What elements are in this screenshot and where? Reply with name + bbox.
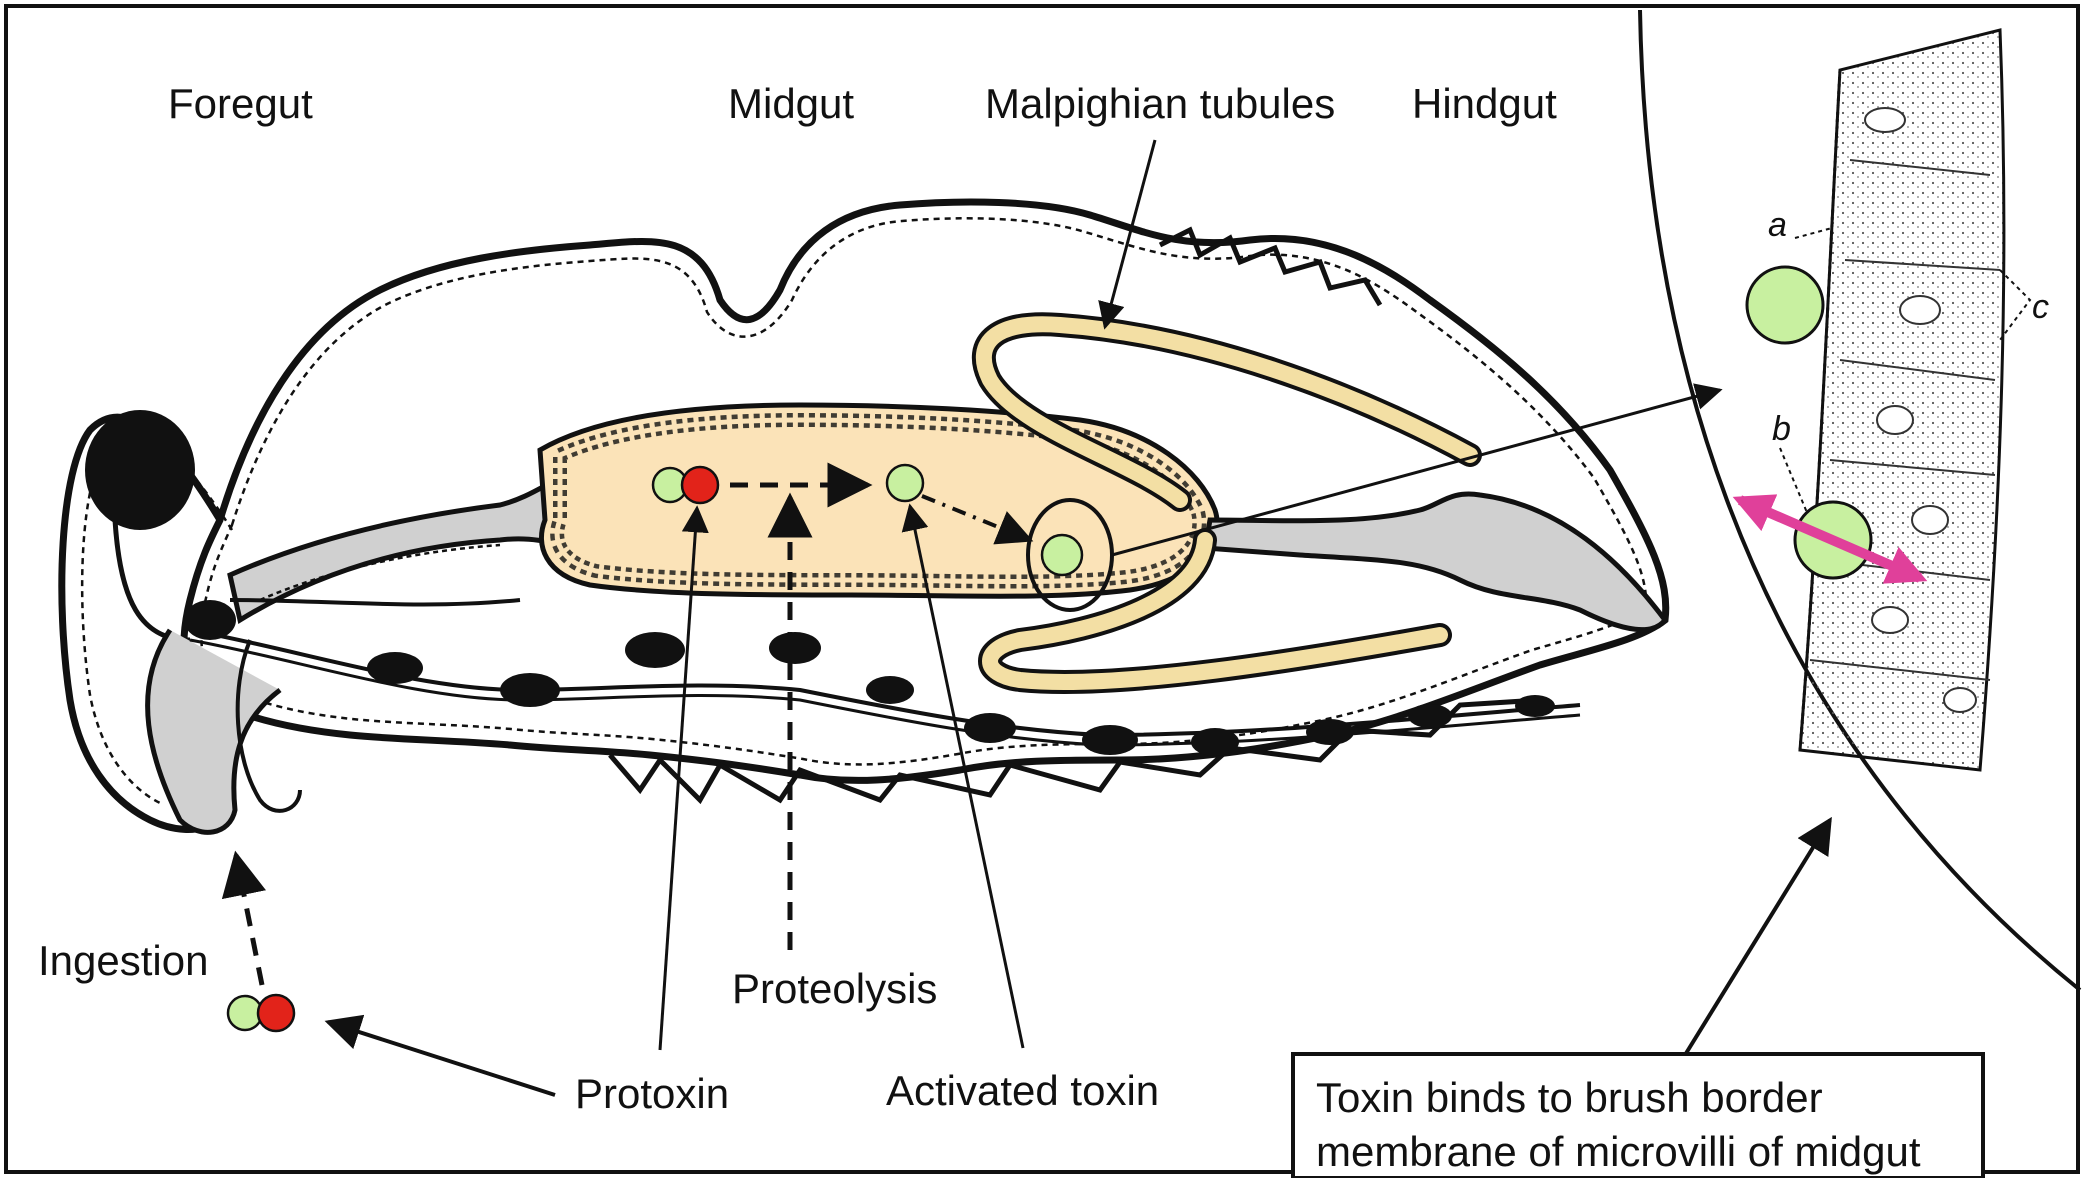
label-midgut: Midgut	[728, 80, 854, 127]
inset-label-a: a	[1768, 206, 1787, 244]
ventral-nerve-cord	[184, 600, 1580, 756]
label-foregut: Foregut	[168, 80, 313, 127]
ingestion-arrow	[236, 855, 262, 985]
midgut-tube	[540, 405, 1217, 596]
inset-label-c: c	[2032, 288, 2049, 326]
head-region	[62, 410, 300, 832]
inset-label-b: b	[1772, 410, 1791, 448]
toxin-near-membrane	[1747, 267, 1823, 343]
callout-line-2: membrane of microvilli of midgut	[1316, 1128, 1921, 1175]
protoxin-ingestion	[228, 995, 294, 1031]
brain-blob	[85, 410, 195, 530]
protoxin-in-midgut	[653, 467, 718, 503]
label-malpighian-tubules: Malpighian tubules	[985, 80, 1335, 127]
epithelium-cells	[1800, 30, 2004, 770]
label-proteolysis: Proteolysis	[732, 965, 937, 1012]
hindgut-tube	[1205, 494, 1665, 630]
callout-pointer	[1685, 820, 1830, 1055]
label-activated-toxin: Activated toxin	[886, 1067, 1159, 1114]
label-hindgut: Hindgut	[1412, 80, 1557, 127]
label-protoxin: Protoxin	[575, 1070, 729, 1117]
activated-toxin-midgut	[887, 465, 923, 501]
protoxin-pointer-ingestion	[328, 1022, 555, 1095]
bound-toxin-midgut	[1042, 535, 1082, 575]
callout-line-1: Toxin binds to brush border	[1316, 1074, 1823, 1121]
microvilli-inset	[1640, 10, 2080, 990]
label-ingestion: Ingestion	[38, 937, 208, 984]
